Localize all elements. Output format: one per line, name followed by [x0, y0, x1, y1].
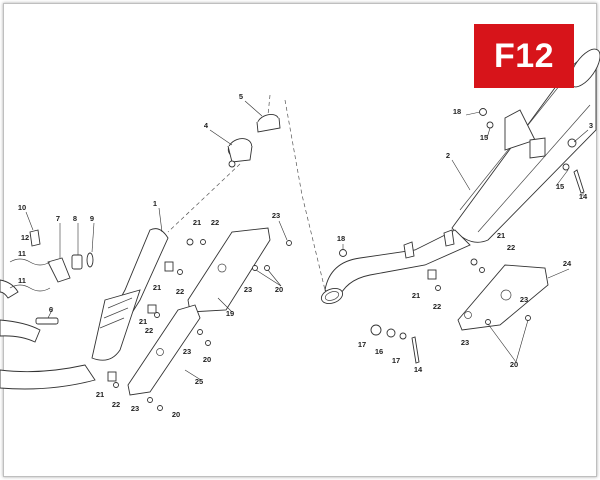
callout-c26: 20 [172, 410, 180, 419]
callout-c10: 10 [18, 203, 26, 212]
fasteners [107, 108, 585, 411]
callout-c29: 21 [153, 283, 161, 292]
callout-c45: 23 [461, 338, 469, 347]
callout-c21: 18 [453, 107, 461, 116]
heat-shield-right [457, 264, 549, 331]
callout-c40: 23 [272, 211, 280, 220]
leader-lines [25, 100, 589, 381]
small-parts-left [9, 229, 94, 325]
callout-c23: 19 [226, 309, 234, 318]
callout-c11: 11 [18, 249, 26, 258]
callout-c5: 5 [239, 92, 243, 101]
callout-c22: 18 [337, 234, 345, 243]
callout-c18: 16 [375, 347, 383, 356]
callout-c24: 20 [275, 285, 283, 294]
callout-c43: 23 [131, 404, 139, 413]
callout-c33: 21 [412, 291, 420, 300]
callout-c19: 17 [358, 340, 366, 349]
callout-c13: 12 [21, 233, 29, 242]
callout-c20: 17 [392, 356, 400, 365]
clamps [227, 113, 281, 168]
callout-c2: 2 [446, 151, 450, 160]
callout-c9: 9 [90, 214, 94, 223]
section-badge: F12 [474, 24, 574, 88]
callout-c42: 23 [183, 347, 191, 356]
callout-c36: 22 [145, 326, 153, 335]
header-pipe-left [0, 228, 169, 390]
callout-c35: 22 [176, 287, 184, 296]
callout-c39: 22 [433, 302, 441, 311]
callout-c32: 21 [497, 231, 505, 240]
callout-c4: 4 [204, 121, 209, 130]
callout-c47: 25 [195, 377, 203, 386]
callout-c44: 23 [520, 295, 528, 304]
callout-c31: 21 [96, 390, 104, 399]
callout-c46: 24 [563, 259, 572, 268]
callout-c7: 7 [56, 214, 60, 223]
link-pipe-right [320, 229, 471, 305]
heat-shields-left [127, 227, 271, 396]
callout-c37: 22 [112, 400, 120, 409]
callout-c1: 1 [153, 199, 157, 208]
callout-c6: 6 [49, 305, 53, 314]
callout-c27: 20 [510, 360, 518, 369]
callout-c17: 15 [480, 133, 488, 142]
callout-c30: 21 [139, 317, 147, 326]
callout-c8: 8 [73, 214, 77, 223]
callout-c12: 11 [18, 276, 26, 285]
callout-c14: 14 [579, 192, 588, 201]
callout-c15: 15 [556, 182, 564, 191]
callout-c38: 22 [507, 243, 515, 252]
muffler [451, 48, 600, 243]
assembly-lines [167, 94, 326, 291]
callout-c34: 22 [211, 218, 219, 227]
callout-c25: 20 [203, 355, 211, 364]
callout-c41: 23 [244, 285, 252, 294]
callout-c16: 14 [414, 365, 423, 374]
callout-c3: 3 [589, 121, 593, 130]
callout-c28: 21 [193, 218, 201, 227]
